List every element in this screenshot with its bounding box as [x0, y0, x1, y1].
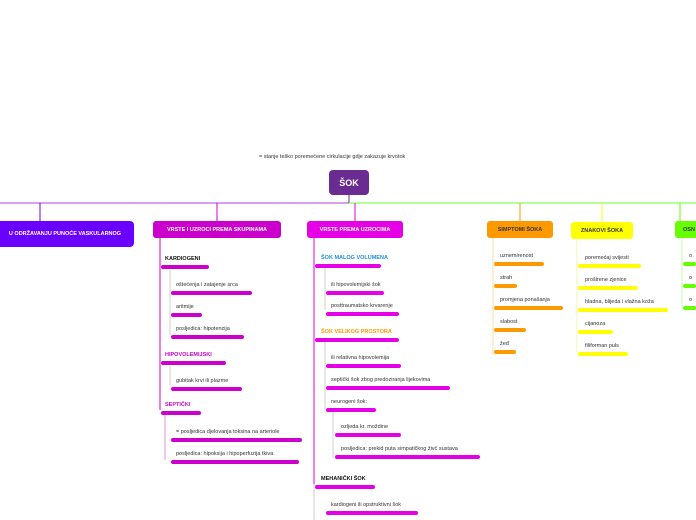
underline [326, 312, 399, 316]
underline [326, 386, 450, 390]
underline [578, 264, 641, 268]
branch-node-simptomi[interactable]: SIMPTOMI ŠOKA [487, 221, 553, 238]
topic-item[interactable]: septički šok zbog predoziranja lijekovim… [331, 377, 431, 383]
underline [171, 460, 299, 464]
topic-item[interactable]: posljedica: prekid puta simpatičkog živč… [341, 446, 458, 452]
underline [326, 364, 401, 368]
topic-item[interactable]: gubitak krvi ili plazme [176, 378, 229, 384]
topic-item[interactable]: ili hipovolemijski šok [331, 282, 381, 288]
topic-item[interactable]: posljedica: hipoksija i hipoperfuzija tk… [176, 451, 274, 457]
branch-node-uzroci[interactable]: VRSTE PREMA UZROCIMA [307, 221, 403, 238]
topic-item[interactable]: aritmije [176, 304, 194, 310]
underline [171, 438, 302, 442]
branch-node-vaskularni[interactable]: U ODRŽAVANJU PUNOĆE VASKULARNOG [0, 221, 134, 247]
underline [171, 387, 242, 391]
underline [161, 361, 226, 365]
underline [326, 511, 418, 515]
underline [683, 284, 696, 288]
underline [578, 286, 638, 290]
topic-item[interactable]: ozljeda kr. moždine [341, 424, 389, 430]
branch-label: VRSTE PREMA UZROCIMA [319, 226, 391, 233]
underline [494, 350, 516, 354]
osn-item[interactable]: o [689, 253, 693, 259]
branch-label: SIMPTOMI ŠOKA [497, 226, 543, 233]
group-veliki-prostor[interactable]: ŠOK VELIKOG PROSTORA [321, 329, 392, 335]
branch-label: OSN [683, 226, 695, 233]
underline [171, 313, 202, 317]
group-hipovolemijski[interactable]: HIPOVOLEMIJSKI [165, 352, 212, 358]
branch-label: VRSTE I UZROCI PREMA SKUPINAMA [166, 226, 268, 233]
topic-item[interactable]: posttraumatsko krvarenje [331, 303, 393, 309]
underline [171, 291, 252, 295]
symptom-item[interactable]: slabost [500, 319, 518, 325]
sign-item[interactable]: filiforman puls [585, 343, 619, 349]
sign-item[interactable]: proširene zjenice [585, 277, 627, 283]
underline [494, 328, 526, 332]
underline [335, 455, 480, 459]
underline [578, 330, 613, 334]
underline [335, 433, 401, 437]
underline [494, 262, 544, 266]
topic-item[interactable]: oštećenja i zatajenje srca [176, 282, 238, 288]
branch-label: U ODRŽAVANJU PUNOĆE VASKULARNOG [8, 231, 122, 237]
sign-item[interactable]: poremećaj svijesti [585, 255, 629, 261]
underline [315, 338, 399, 342]
branch-label: ZNAKOVI ŠOKA [580, 227, 624, 234]
underline [161, 411, 201, 415]
topic-item[interactable]: posljedica: hipotenzija [176, 326, 230, 332]
topic-item[interactable]: kardiogeni ili opstruktivni šok [331, 502, 402, 508]
branch-node-osn[interactable]: OSN [675, 221, 696, 238]
symptom-item[interactable]: strah [500, 275, 513, 281]
group-mehanicki[interactable]: MEHANIČKI ŠOK [321, 476, 366, 482]
sign-item[interactable]: hladna, blijeda i vlažna koža [585, 299, 654, 305]
underline [326, 291, 384, 295]
topic-item[interactable]: neurogeni šok: [331, 399, 368, 405]
underline [494, 306, 563, 310]
group-mali-volumen[interactable]: ŠOK MALOG VOLUMENA [321, 255, 388, 261]
underline [494, 284, 517, 288]
topic-item[interactable]: ili relativna hipovolemija [331, 355, 390, 361]
underline [315, 264, 381, 268]
underline [161, 265, 209, 269]
group-septicki[interactable]: SEPTIČKI [165, 402, 191, 408]
root-node[interactable]: ŠOK [329, 170, 369, 195]
branch-node-znakovi[interactable]: ZNAKOVI ŠOKA [571, 222, 633, 239]
sign-item[interactable]: cijanoza [585, 321, 606, 327]
root-description: = stanje teško poremećene cirkulacije gd… [259, 154, 406, 160]
underline [683, 306, 696, 310]
osn-item[interactable]: o [689, 275, 693, 281]
symptom-item[interactable]: uznemirenost [500, 253, 534, 259]
osn-item[interactable]: o [689, 297, 693, 303]
underline [578, 308, 668, 312]
group-kardiogeni[interactable]: KARDIOGENI [165, 256, 201, 262]
underline [326, 408, 376, 412]
branch-node-skupine[interactable]: VRSTE I UZROCI PREMA SKUPINAMA [153, 221, 281, 238]
underline [315, 485, 375, 489]
underline [578, 352, 628, 356]
underline [683, 262, 696, 266]
underline [171, 335, 244, 339]
topic-item[interactable]: = posljedica djelovanja toksina na arter… [176, 429, 280, 435]
symptom-item[interactable]: žeđ [500, 341, 509, 347]
symptom-item[interactable]: promjena ponašanja [500, 297, 550, 303]
